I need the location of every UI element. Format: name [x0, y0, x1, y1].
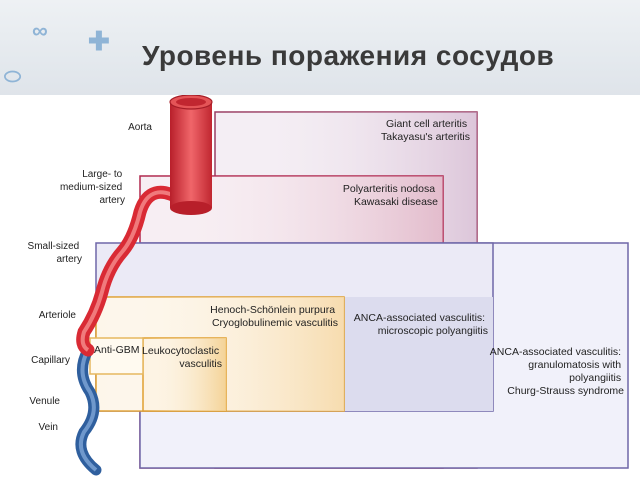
- label-large-artery: Large- to medium-sized artery: [60, 169, 125, 206]
- slide-header: ∞ ✚ ⬭ Уровень поражения сосудов: [0, 0, 640, 95]
- aorta-vessel: [170, 102, 212, 208]
- label-giant-cell-takayasu: Giant cell arteritis Takayasu's arteriti…: [381, 118, 470, 143]
- region-leukocytoclastic-shade: [143, 338, 226, 411]
- label-capillary: Capillary: [31, 355, 70, 366]
- disease-regions: [89, 111, 629, 469]
- region-anti-gbm: [89, 337, 144, 375]
- label-venule: Venule: [29, 396, 60, 407]
- vasculitis-diagram: Aorta Large- to medium-sized artery Smal…: [0, 94, 640, 480]
- disease-labels: Giant cell arteritis Takayasu's arteriti…: [94, 118, 624, 397]
- label-small-artery: Small-sized artery: [28, 241, 82, 265]
- label-anti-gbm: Anti-GBM: [94, 344, 140, 356]
- label-anca-gpa-churg-strauss: ANCA-associated vasculitis: granulomatos…: [490, 346, 624, 397]
- label-anca-mpa: ANCA-associated vasculitis: microscopic …: [354, 312, 488, 337]
- vessel-level-diagram: Aorta Large- to medium-sized artery Smal…: [28, 94, 629, 476]
- region-mpa-fill: [344, 297, 493, 411]
- label-henoch-cryoglobulinemic: Henoch-Schönlein purpura Cryoglobulinemi…: [210, 304, 338, 329]
- medical-cross-icon: ✚: [88, 26, 110, 56]
- vessel-tree: [75, 94, 213, 476]
- pill-icon: ⬭: [4, 66, 22, 88]
- vessel-labels: Aorta Large- to medium-sized artery Smal…: [28, 122, 153, 433]
- label-arteriole: Arteriole: [39, 310, 77, 321]
- label-leukocytoclastic: Leukocytoclastic vasculitis: [142, 345, 222, 370]
- label-polyarteritis-kawasaki: Polyarteritis nodosa Kawasaki disease: [343, 183, 438, 208]
- slide-title: Уровень поражения сосудов: [142, 40, 555, 71]
- label-aorta: Aorta: [128, 122, 152, 133]
- molecule-icon: ∞: [32, 18, 48, 43]
- label-vein: Vein: [39, 422, 58, 433]
